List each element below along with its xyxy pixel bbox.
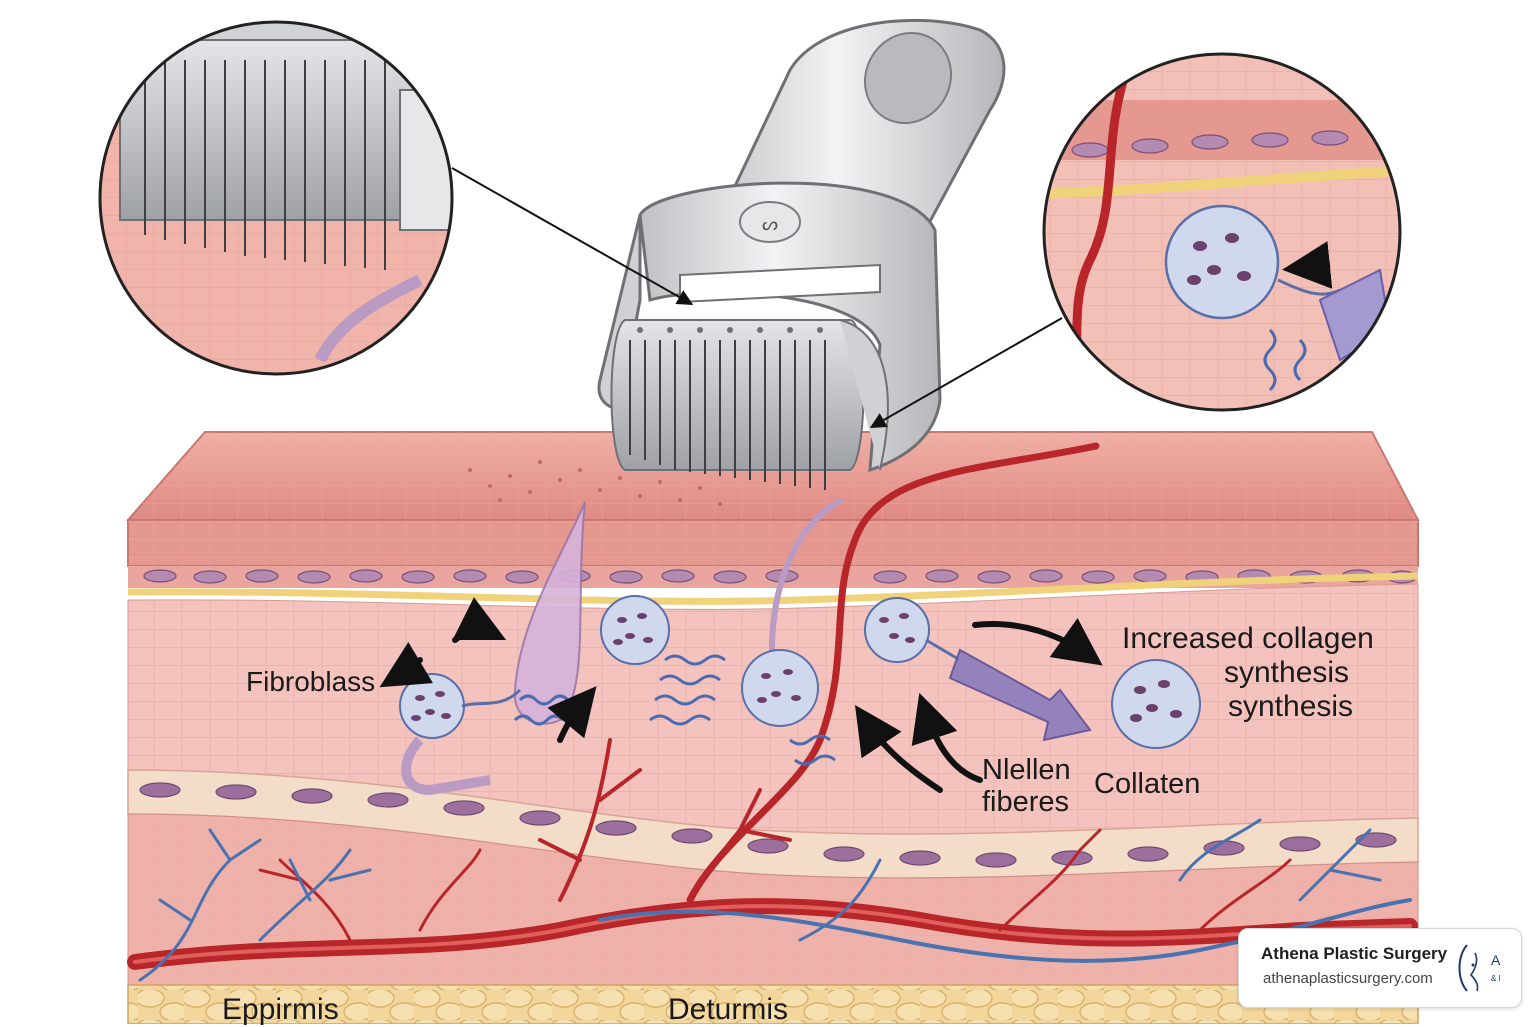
collagen-bundle	[948, 648, 1092, 742]
label-dermis: Deturmis	[668, 993, 789, 1026]
zoom-circle-fibroblast	[1042, 52, 1402, 412]
fibroblast-cell	[864, 597, 961, 663]
zoom-circle-roller	[98, 20, 454, 376]
label-fibroblast: Fibroblass	[246, 666, 376, 697]
microneedle-roller-device: ᔕ	[597, 18, 1006, 490]
label-increased-collagen: Increased collagen	[1122, 622, 1374, 655]
svg-text:ᔕ: ᔕ	[762, 214, 778, 235]
brand-logo-small: & I	[1491, 974, 1501, 983]
label-epidermis: Eppirmis	[222, 993, 339, 1026]
dermal-cells	[139, 782, 1397, 868]
fibroblast-cells	[399, 595, 1201, 749]
brand-logo-letter: A	[1491, 952, 1501, 968]
brand-url: athenaplasticsurgery.com	[1263, 970, 1433, 987]
brand-name: Athena Plastic Surgery	[1261, 944, 1448, 963]
brand-logo-icon: A & I	[1458, 944, 1501, 992]
label-fiberes: fiberes	[982, 786, 1070, 818]
fibroblast-cell	[600, 595, 670, 665]
fibroblast-cell-large	[1111, 659, 1201, 749]
fibroblast-cell	[741, 649, 819, 727]
puncture-marks	[468, 460, 722, 506]
callout-lines	[451, 167, 1063, 428]
hair-follicles	[401, 497, 844, 796]
label-synthesis-1: synthesis	[1224, 656, 1350, 689]
blood-vessels	[127, 442, 1418, 982]
label-synthesis-2: synthesis	[1228, 690, 1354, 723]
label-nlellen: Nlellen	[982, 754, 1071, 786]
process-arrows	[379, 597, 1103, 793]
brand-badge: Athena Plastic Surgery athenaplasticsurg…	[1238, 928, 1522, 1008]
label-collaten: Collaten	[1094, 768, 1201, 800]
roller-needles	[629, 340, 826, 490]
